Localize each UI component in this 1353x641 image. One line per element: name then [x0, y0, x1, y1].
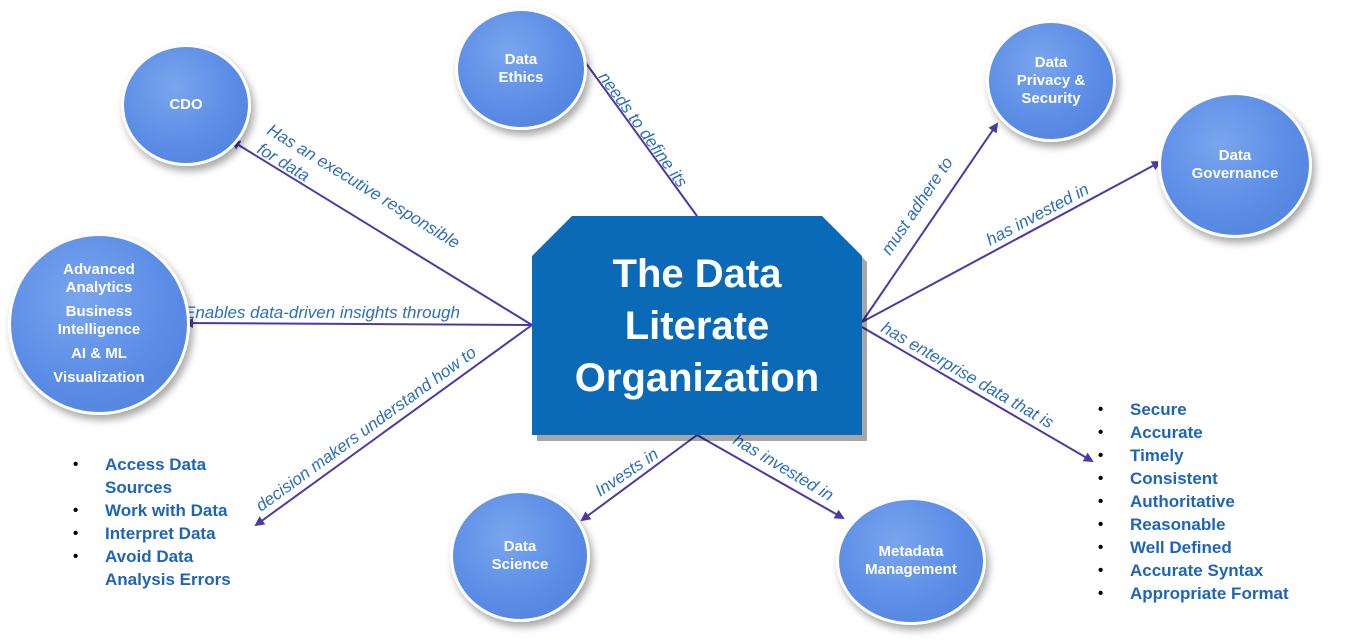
node-metadata-line-1: Metadata [878, 543, 944, 560]
left-list-item: Work with Data [73, 499, 263, 522]
left-list-item: Interpret Data [73, 522, 263, 545]
right-list-item: Timely [1098, 444, 1338, 467]
edge-governance [861, 161, 1162, 323]
left-list-item: Avoid Data Analysis Errors [73, 545, 255, 591]
edge-ethics [571, 43, 698, 217]
node-analytics: Advanced Analytics Business Intelligence… [8, 233, 190, 415]
left-skill-list: Access Data Sources Work with Data Inter… [73, 453, 263, 591]
right-list-item: Appropriate Format [1098, 582, 1338, 605]
right-list-item: Consistent [1098, 467, 1338, 490]
edge-label-ethics: needs to define its [595, 68, 692, 191]
node-data-privacy-line-2: Privacy & [1016, 72, 1086, 89]
node-data-governance: Data Governance [1158, 92, 1312, 238]
node-metadata-line-2: Management [865, 561, 957, 578]
edge-privacy [861, 122, 999, 323]
node-analytics-line-2: Business Intelligence [57, 303, 141, 338]
node-data-ethics: Data Ethics [455, 8, 587, 130]
edge-decision [254, 324, 533, 527]
center-title-line-1: The Data [612, 251, 782, 296]
node-analytics-line-3: AI & ML [71, 345, 127, 362]
node-cdo: CDO [121, 44, 251, 166]
edge-enterprise [861, 326, 1094, 463]
edge-science [580, 434, 698, 522]
node-data-science-line-2: Science [491, 556, 549, 573]
edge-cdo [230, 139, 533, 326]
edge-label-governance: has invested in [983, 180, 1092, 250]
center-title-line-3: Organization [574, 355, 820, 400]
edge-label-enterprise: has enterprise data that is [878, 318, 1057, 433]
center-box: The Data Literate Organization [532, 216, 862, 435]
node-metadata-management: Metadata Management [836, 497, 986, 625]
right-list-item: Accurate Syntax [1098, 559, 1338, 582]
node-data-science-line-1: Data [503, 538, 537, 555]
node-data-privacy-line-1: Data [1034, 54, 1068, 71]
right-list-item: Secure [1098, 398, 1338, 421]
node-data-governance-line-1: Data [1218, 147, 1252, 164]
right-list-item: Accurate [1098, 421, 1338, 444]
right-list-item: Well Defined [1098, 536, 1338, 559]
node-data-science: Data Science [450, 490, 590, 622]
edge-label-decision: decision makers understand how to [252, 343, 480, 516]
node-data-ethics-line-2: Ethics [498, 69, 544, 86]
edge-analytics [183, 318, 533, 329]
left-list-item: Access Data Sources [73, 453, 263, 499]
right-quality-list: Secure Accurate Timely Consistent Author… [1098, 398, 1338, 605]
right-list-item: Reasonable [1098, 513, 1338, 536]
center-title-line-2: Literate [624, 303, 770, 348]
edge-label-cdo-1: Has an executive responsible [264, 120, 463, 252]
edge-label-science: Invests in [592, 444, 662, 500]
edge-metadata [696, 434, 845, 519]
node-data-privacy-line-3: Security [1021, 90, 1081, 107]
node-data-governance-line-2: Governance [1191, 165, 1279, 182]
edge-label-analytics: Enables data-driven insights through [184, 303, 460, 322]
node-analytics-line-1: Advanced Analytics [63, 261, 135, 296]
right-list-item: Authoritative [1098, 490, 1338, 513]
node-cdo-label: CDO [169, 96, 203, 113]
node-data-ethics-line-1: Data [504, 51, 538, 68]
node-data-privacy-security: Data Privacy & Security [986, 20, 1116, 142]
node-analytics-line-4: Visualization [53, 369, 145, 386]
edge-label-metadata: has invested in [730, 430, 837, 505]
